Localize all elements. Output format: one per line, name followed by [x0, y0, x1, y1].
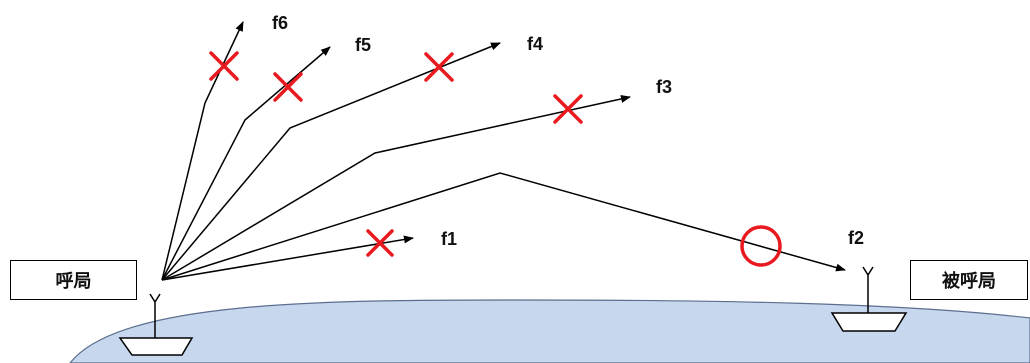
callee-ship-icon	[830, 312, 908, 332]
label-f2: f2	[848, 228, 865, 248]
ocean-surface	[69, 299, 1030, 363]
cross-mark-icon-f3	[553, 94, 583, 124]
label-f5: f5	[355, 35, 372, 55]
caller-antenna-icon	[149, 293, 161, 338]
path-f6	[161, 21, 244, 281]
caller-station-label: 呼局	[55, 271, 92, 292]
path-f3	[161, 95, 631, 281]
circle-mark-icon-f2	[740, 225, 782, 267]
callee-antenna-icon	[862, 266, 874, 313]
callee-station-box: 被呼局	[910, 260, 1028, 300]
path-f4	[161, 42, 501, 281]
caller-station-box: 呼局	[10, 260, 137, 300]
callee-station-label: 被呼局	[942, 271, 996, 292]
cross-mark-icon-f4	[424, 52, 454, 82]
label-f6: f6	[272, 13, 289, 33]
cross-mark-icon-f5	[273, 72, 303, 102]
path-f2	[161, 172, 846, 281]
label-f3: f3	[656, 77, 673, 97]
path-f1	[161, 235, 414, 281]
cross-mark-icon-f6	[209, 51, 239, 81]
path-f5	[161, 46, 331, 281]
cross-mark-icon-f1	[366, 229, 394, 257]
label-f4: f4	[527, 34, 544, 54]
caller-ship-icon	[118, 337, 194, 356]
label-f1: f1	[441, 229, 458, 249]
